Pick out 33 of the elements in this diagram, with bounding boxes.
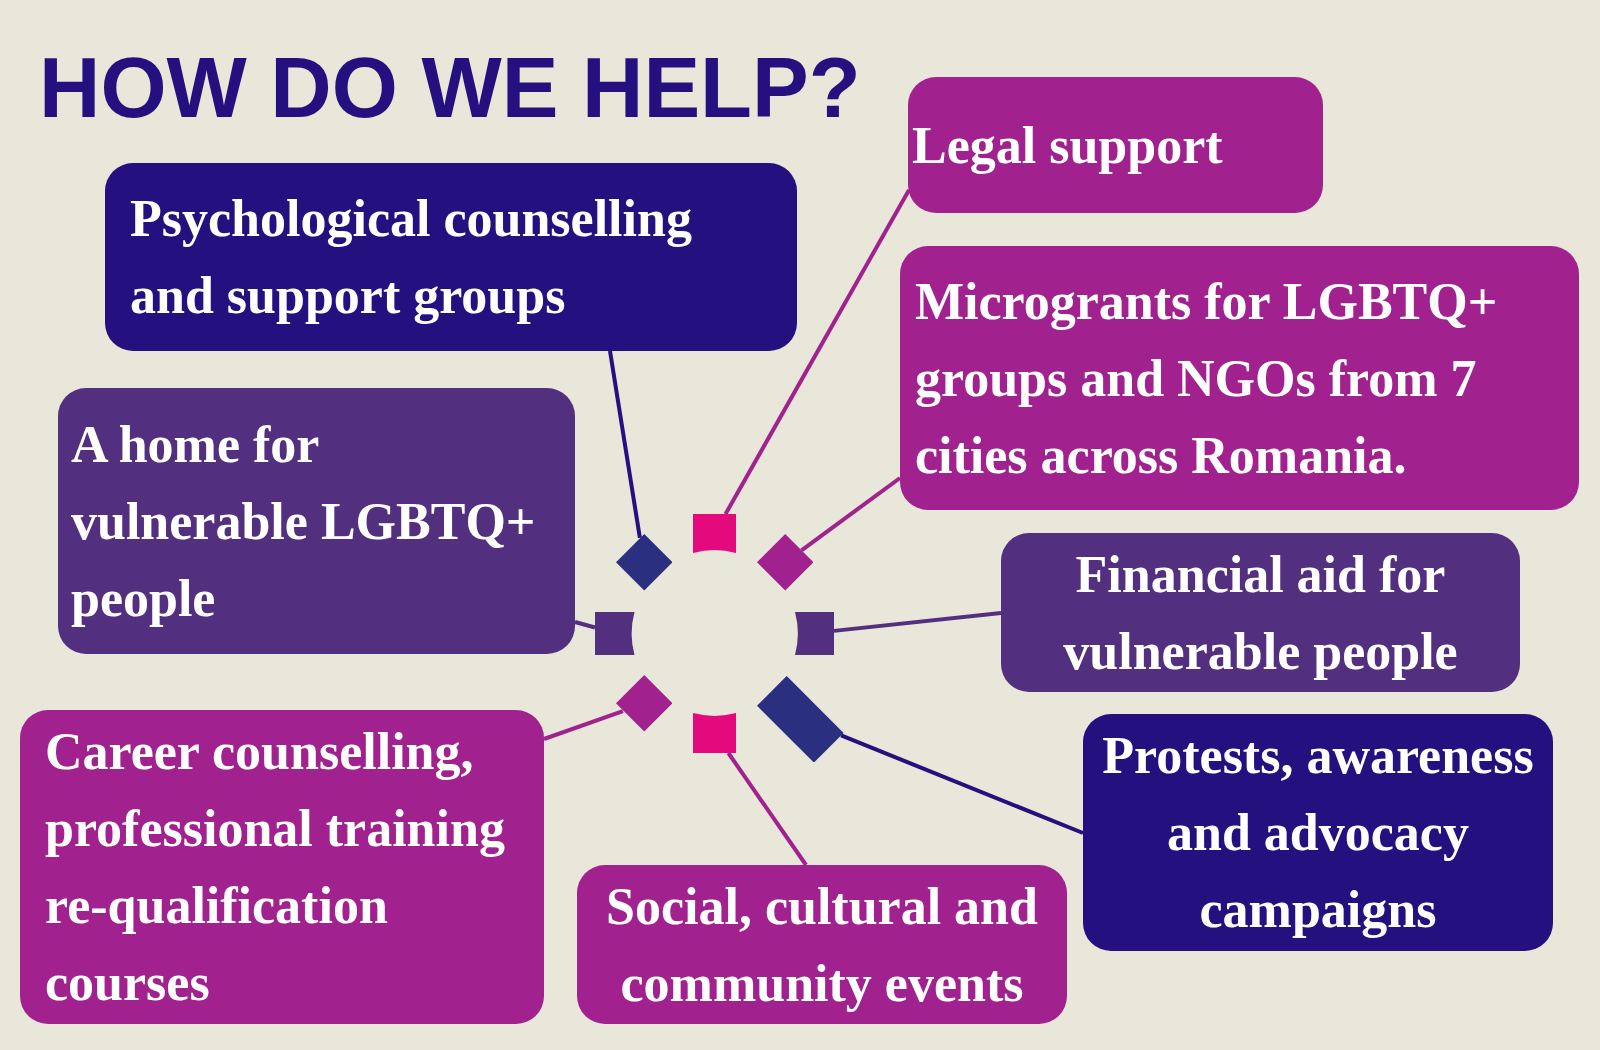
leader-line bbox=[726, 751, 808, 867]
diamond-icon bbox=[615, 675, 673, 732]
service-label: Protests, awareness and advocacy campaigns bbox=[1101, 726, 1535, 940]
service-card bbox=[58, 388, 575, 654]
service-card bbox=[1001, 533, 1520, 692]
service-card bbox=[900, 246, 1579, 510]
service-card bbox=[577, 865, 1067, 1024]
service-label: A home for vulnerable LGBTQ+ people bbox=[71, 414, 537, 629]
service-label: Career counselling, professional training re-qualification courses bbox=[45, 722, 506, 1013]
diamond-icon bbox=[615, 534, 673, 591]
leader-line bbox=[543, 709, 624, 741]
ring-segment-icon bbox=[693, 713, 736, 753]
service-card bbox=[20, 710, 544, 1024]
ring-segment-icon bbox=[595, 611, 635, 655]
diamond-icon bbox=[756, 534, 814, 591]
leader-line bbox=[574, 620, 596, 630]
service-label: Microgrants for LGBTQ+ groups and NGOs from 7 cities across Romania. bbox=[915, 271, 1499, 486]
leader-line bbox=[723, 189, 911, 515]
ring-segment-icon bbox=[693, 514, 736, 553]
leader-line bbox=[800, 476, 902, 552]
service-card bbox=[1083, 714, 1553, 951]
service-label: Social, cultural and community events bbox=[605, 876, 1039, 1014]
service-card bbox=[105, 163, 797, 351]
title: HOW DO WE HELP? bbox=[39, 45, 861, 130]
leader-line bbox=[840, 733, 1084, 835]
tilted-bar-icon bbox=[757, 675, 844, 763]
leader-line bbox=[608, 350, 642, 539]
leader-line bbox=[833, 611, 1002, 633]
service-label: Psychological counselling and support groups bbox=[130, 189, 693, 326]
service-card bbox=[908, 77, 1323, 213]
service-label: Legal support bbox=[912, 115, 1223, 176]
service-label: Financial aid for vulnerable people bbox=[1062, 544, 1459, 682]
ring-segment-icon bbox=[794, 611, 834, 655]
